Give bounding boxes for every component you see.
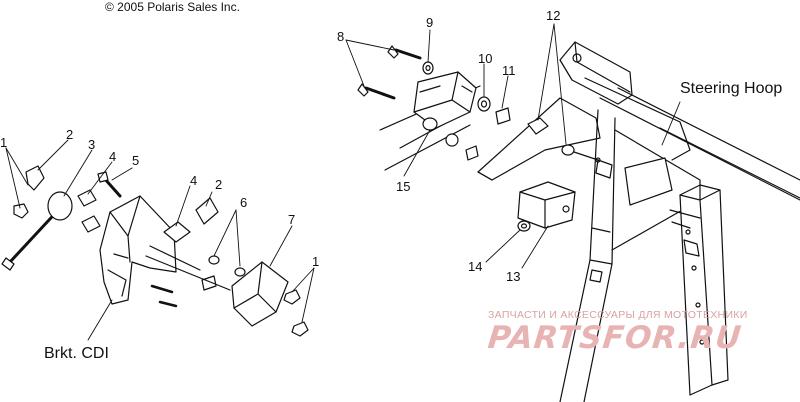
callout-15: 15 — [396, 179, 411, 194]
callout-13: 13 — [506, 269, 521, 284]
callout-12: 12 — [546, 8, 561, 23]
callout-1-left: 1 — [0, 135, 8, 150]
cdi-bracket-assembly — [1, 165, 309, 337]
callout-10: 10 — [478, 51, 493, 66]
callout-3: 3 — [88, 137, 96, 152]
callout-5: 5 — [132, 153, 140, 168]
callout-6: 6 — [240, 195, 248, 210]
leader-lines — [5, 23, 681, 341]
bracket-cdi-label: Brkt. CDI — [44, 345, 109, 362]
callout-4-left: 4 — [109, 149, 117, 164]
watermark-logo: PARTSFOR.RU — [486, 320, 744, 356]
copyright-notice: © 2005 Polaris Sales Inc. — [105, 0, 240, 14]
watermark-tagline: ЗАПЧАСТИ И АКСЕССУАРЫ ДЛЯ МОТОТЕХНИКИ — [488, 309, 748, 321]
component-13 — [517, 181, 576, 229]
steering-hoop-frame — [477, 41, 800, 402]
steering-hoop-label: Steering Hoop — [680, 80, 783, 97]
callout-14: 14 — [468, 259, 483, 274]
callout-8: 8 — [337, 29, 345, 44]
nut-14 — [517, 220, 531, 232]
callout-7: 7 — [288, 212, 296, 227]
callout-1-right: 1 — [312, 254, 320, 269]
callout-4-right: 4 — [190, 173, 198, 188]
callout-2-right: 2 — [215, 177, 223, 192]
callout-11: 11 — [502, 63, 516, 78]
callout-9: 9 — [426, 15, 434, 30]
upper-fastener-assembly — [357, 45, 601, 171]
callout-2-left: 2 — [66, 127, 74, 142]
